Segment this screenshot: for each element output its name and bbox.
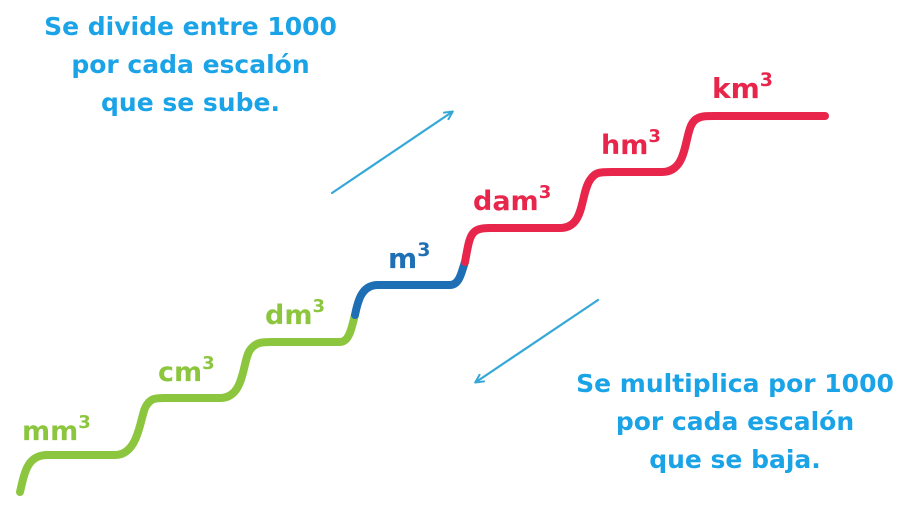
unit-base-km: km (712, 72, 760, 105)
multiply-rule-line-3: que se baja. (649, 445, 821, 474)
divide-rule-note: Se divide entre 1000 por cada escalón qu… (18, 8, 363, 122)
unit-label-hm3: hm3 (601, 126, 661, 161)
unit-base-m: m (388, 242, 417, 275)
multiply-rule-line-2: por cada escalón (615, 407, 855, 436)
unit-exponent: 3 (539, 182, 552, 203)
unit-label-km3: km3 (712, 69, 773, 105)
divide-rule-line-2: por cada escalón (71, 50, 310, 79)
divide-rule-line-3: que se sube. (101, 88, 280, 117)
unit-exponent: 3 (202, 353, 215, 374)
divide-rule-line-1: Se divide entre 1000 (44, 12, 337, 41)
unit-label-cm3: cm3 (158, 353, 215, 388)
multiply-rule-line-1: Se multiplica por 1000 (576, 369, 894, 398)
staircase-path-submultiples (16, 311, 359, 496)
unit-base-dm: dm (265, 300, 312, 331)
unit-base-hm: hm (601, 130, 648, 161)
multiply-rule-note: Se multiplica por 1000 por cada escalón … (556, 365, 914, 479)
unit-label-dm3: dm3 (265, 296, 325, 331)
staircase-path-base-unit (351, 258, 469, 319)
unit-base-cm: cm (158, 357, 202, 388)
arrow-down-icon (474, 298, 600, 384)
unit-label-dam3: dam3 (473, 182, 551, 217)
unit-base-dam: dam (473, 186, 539, 217)
unit-exponent: 3 (760, 69, 773, 91)
staircase-path-multiples (461, 112, 829, 266)
unit-label-m3: m3 (388, 239, 430, 275)
unit-exponent: 3 (312, 296, 325, 317)
unit-exponent: 3 (417, 239, 430, 261)
unit-exponent: 3 (78, 412, 91, 433)
unit-base-mm: mm (22, 416, 78, 447)
unit-label-mm3: mm3 (22, 412, 91, 447)
unit-exponent: 3 (648, 126, 661, 147)
arrow-up-icon (330, 110, 454, 195)
